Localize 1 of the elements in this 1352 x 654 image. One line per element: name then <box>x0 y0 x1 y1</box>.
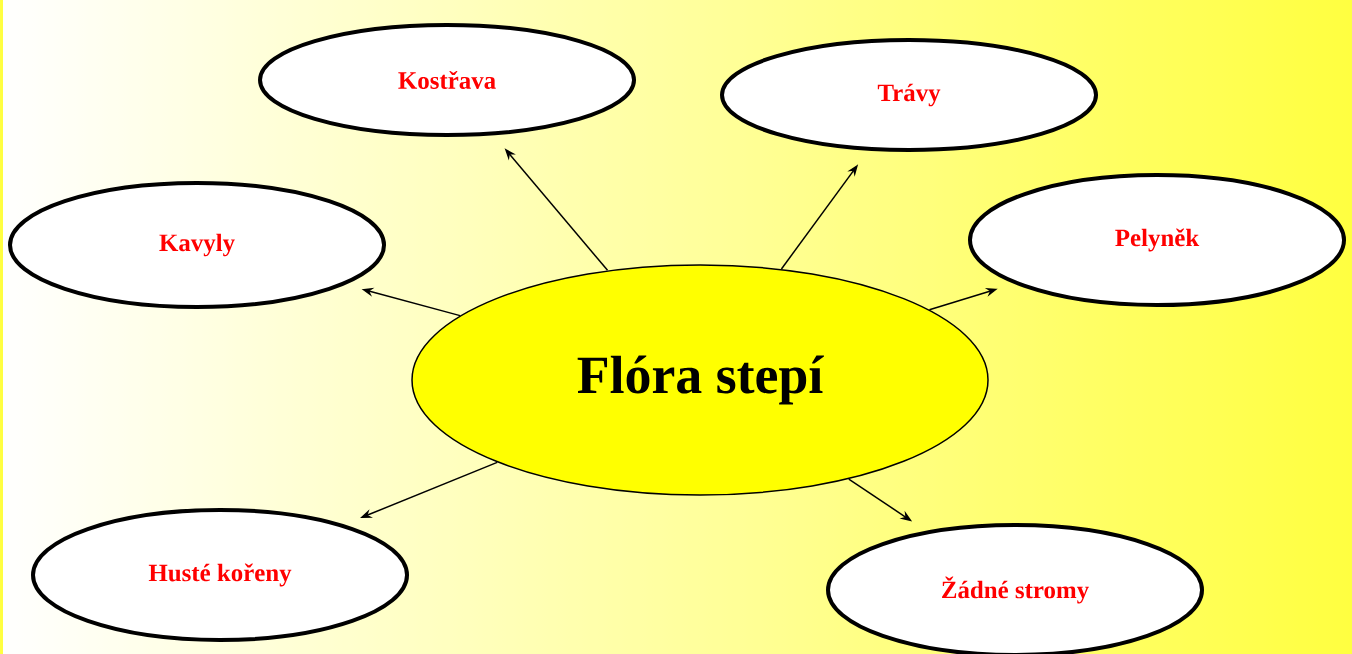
node-label: Husté kořeny <box>148 563 292 587</box>
